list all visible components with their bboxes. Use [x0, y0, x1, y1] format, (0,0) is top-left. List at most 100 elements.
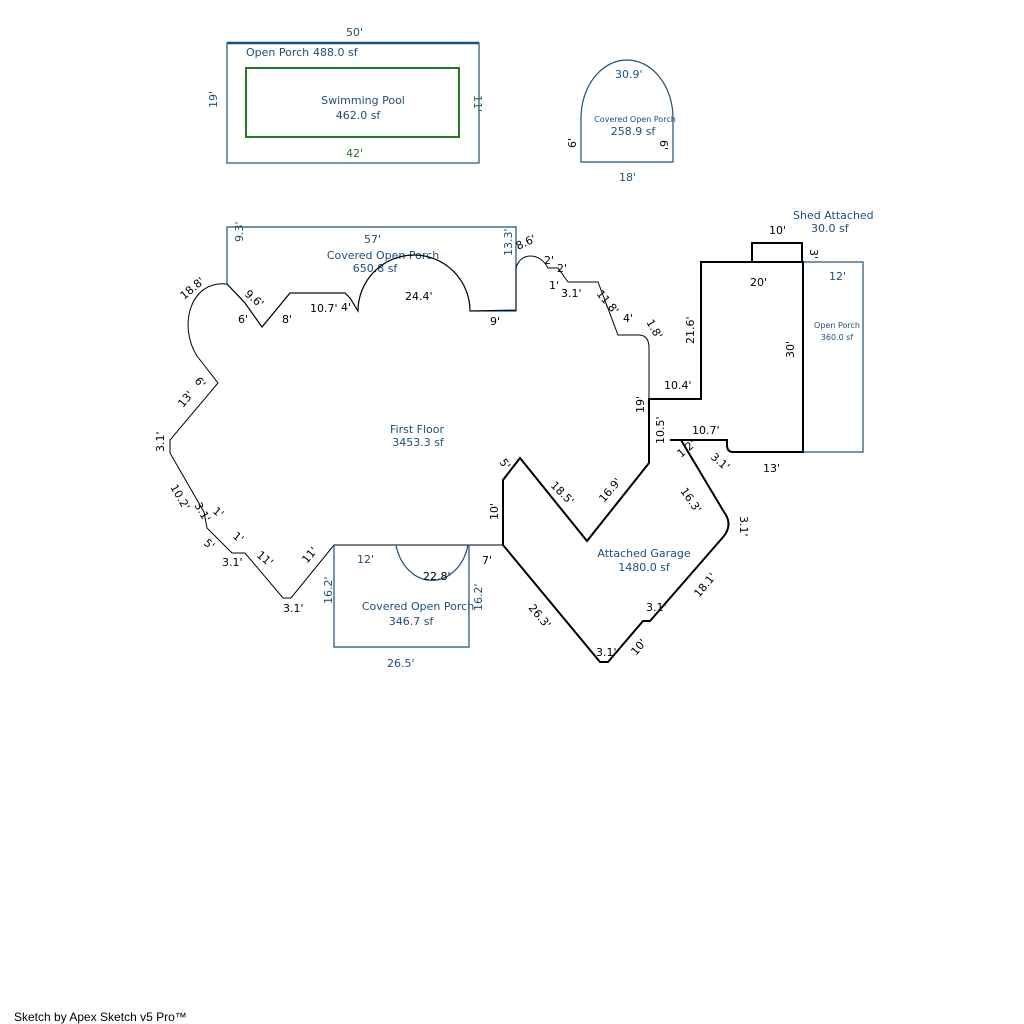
dim-garage-right: 30': [784, 341, 797, 358]
dim-garage-top: 20': [750, 276, 767, 289]
dim-8-top: 8': [282, 313, 292, 326]
dim-11-b: 11': [299, 545, 320, 566]
dim-g-3-1-mid: 3.1': [646, 601, 667, 614]
dim-8-6: 8.6': [514, 232, 538, 252]
open-porch-side-outline: [802, 261, 864, 453]
open-porch-top-area: 488.0 sf: [313, 46, 359, 59]
dim-2b: 2': [557, 262, 567, 275]
dim-osp-top: 12': [829, 270, 846, 283]
shed-name: Shed Attached: [793, 209, 874, 222]
dim-3-1-r: 3.1': [708, 450, 732, 473]
dim-6-top: 6': [238, 313, 248, 326]
dim-cpb-bottom: 26.5': [387, 657, 415, 670]
arch-area: 258.9 sf: [611, 125, 657, 138]
dim-cpb-left: 16.2': [322, 576, 335, 604]
dim-3-1-bottom: 3.1': [283, 602, 304, 615]
cp-top-area: 650.8 sf: [353, 262, 399, 275]
dim-3-1-left: 3.1': [154, 431, 167, 452]
dim-shed-side: 3': [807, 249, 820, 259]
garage-outline: [502, 439, 730, 663]
dim-g-3-1-right: 3.1': [737, 516, 750, 537]
dim-11-8: 11.8': [594, 288, 622, 317]
dim-11-a: 11': [254, 548, 275, 569]
dim-cp-right: 13.3': [502, 228, 515, 256]
dim-cpb-arc: 22.8': [423, 570, 451, 583]
dim-4-right: 4': [623, 312, 633, 325]
shed-attached: Shed Attached 30.0 sf 10' 3': [751, 209, 874, 263]
dim-g-18-5: 18.5': [548, 479, 577, 508]
first-floor-outline: [169, 254, 650, 599]
covered-porch-bottom: 12' 22.8' Covered Open Porch 346.7 sf 16…: [322, 544, 485, 670]
open-porch-side-name: Open Porch: [814, 321, 860, 330]
dim-3-1-top: 3.1': [561, 287, 582, 300]
dim-1-top: 1': [549, 279, 559, 292]
open-porch-top: Open Porch 488.0 sf 50' 19': [207, 26, 480, 164]
dim-13: 13': [175, 389, 196, 410]
dim-3-1-bl: 3.1': [222, 556, 243, 569]
covered-porch-arch: 30.9' Covered Open Porch 258.9 sf 6' 6' …: [566, 59, 676, 184]
dim-10-5: 10.5': [654, 416, 667, 444]
garage-area: 1480.0 sf: [618, 561, 671, 574]
cp-bottom-area: 346.7 sf: [389, 615, 435, 628]
pool-area: 462.0 sf: [336, 109, 382, 122]
open-porch-side: 12' Open Porch 360.0 sf: [802, 261, 864, 453]
dim-1-l: 1': [210, 504, 226, 520]
dim-arch-left: 6': [566, 138, 579, 148]
first-floor-area: 3453.3 sf: [392, 436, 445, 449]
dim-g-18-1: 18.1': [691, 570, 719, 599]
dim-5-left: 5': [201, 536, 217, 552]
arch-outline: [580, 59, 674, 163]
dim-18-8: 18.8': [178, 275, 207, 303]
dim-arch-bottom: 18': [619, 171, 636, 184]
dim-1-8: 1.8': [643, 317, 665, 341]
dim-pool-bottom: 42': [346, 147, 363, 160]
covered-porch-top: 57' Covered Open Porch 650.8 sf 9.3' 13.…: [226, 221, 517, 328]
garage-upper-wing: 20' 21.6' 30' 10.4' 10.5' 10.7' 1.2' 3.1…: [648, 261, 804, 475]
attached-garage: Attached Garage 1480.0 sf 5' 10' 18.5' 1…: [482, 439, 750, 663]
cp-bottom-name: Covered Open Porch: [362, 600, 474, 613]
pool-outline: [245, 67, 460, 138]
footer-credit: Sketch by Apex Sketch v5 Pro™: [14, 1010, 187, 1024]
dim-op-left: 19': [207, 91, 220, 108]
garage-name: Attached Garage: [597, 547, 690, 560]
shed-outline: [751, 242, 803, 263]
dim-g-26-3: 26.3': [526, 602, 554, 631]
dim-arch-right: 6': [657, 140, 670, 150]
dim-cp-seg: 10.7': [310, 302, 338, 315]
dim-g-10-b: 10': [628, 637, 649, 658]
dim-cpb-right: 16.2': [472, 583, 485, 611]
dim-arch-top: 30.9': [615, 68, 643, 81]
dim-cp-four: 4': [341, 301, 351, 314]
dim-10-7: 10.7': [692, 424, 720, 437]
swimming-pool: Swimming Pool 462.0 sf 11' 42': [245, 67, 484, 160]
dim-g-10: 10': [488, 503, 501, 520]
dim-shed-top: 10': [769, 224, 786, 237]
cp-top-name: Covered Open Porch: [327, 249, 439, 262]
dim-g-7: 7': [482, 554, 492, 567]
covered-porch-bottom-outline: [333, 544, 470, 648]
shed-area: 30.0 sf: [811, 222, 850, 235]
dim-osp-bottom: 13': [763, 462, 780, 475]
dim-1-l2: 1': [230, 529, 246, 545]
dim-3-1-l2: 3.1': [191, 500, 213, 524]
pool-name: Swimming Pool: [321, 94, 405, 107]
arch-name: Covered Open Porch: [594, 115, 676, 124]
dim-cp-top: 57': [364, 233, 381, 246]
first-floor-name: First Floor: [390, 423, 444, 436]
garage-upper-outline: [648, 261, 804, 463]
dim-19: 19': [634, 396, 647, 413]
dim-21-6: 21.6': [684, 316, 697, 344]
dim-g-3-1-bottom: 3.1': [596, 646, 617, 659]
dim-2a: 2': [544, 254, 554, 267]
dim-6-left: 6': [192, 375, 208, 391]
dim-10-2: 10.2': [167, 482, 192, 512]
dim-cp-left: 9.3': [233, 221, 246, 242]
dim-g-16-3: 16.3': [678, 485, 704, 515]
dim-op-top: 50': [346, 26, 363, 39]
dim-pool-right: 11': [471, 95, 484, 112]
open-porch-side-area: 360.0 sf: [821, 333, 854, 342]
dim-10-4: 10.4': [664, 379, 692, 392]
dim-cpb-top: 12': [357, 553, 374, 566]
dim-9-6: 9.6': [242, 287, 266, 310]
